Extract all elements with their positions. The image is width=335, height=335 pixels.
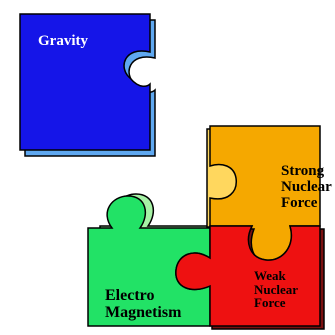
em-label-line: Electro [105, 287, 155, 304]
weak-label-line: Nuclear [254, 281, 299, 297]
strong-label-line: Force [281, 194, 318, 211]
gravity-piece [19, 13, 151, 151]
strong-label-line: Strong [281, 163, 325, 179]
gravity-label: Gravity [38, 33, 88, 49]
weak-label-line: Force [254, 295, 286, 311]
em-label-line: Magnetism [105, 303, 182, 321]
weak-label-line: Weak [254, 268, 286, 283]
weak-piece [175, 225, 321, 327]
weak-nuclear-force-label: Weak Nuclear Force [254, 269, 298, 310]
electro-magnetism-label: Electro Magnetism [105, 287, 182, 322]
strong-label-line: Nuclear [281, 178, 332, 195]
strong-nuclear-force-label: Strong Nuclear Force [281, 163, 332, 211]
